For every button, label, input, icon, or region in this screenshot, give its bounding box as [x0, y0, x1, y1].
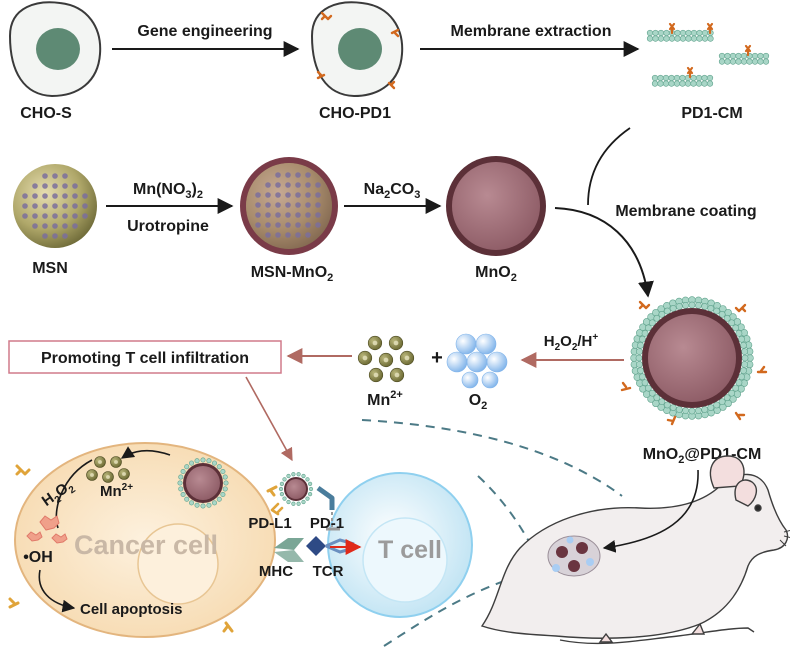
membrane-fragments	[646, 22, 770, 87]
membrane-extraction-label: Membrane extraction	[451, 23, 612, 40]
pd1-cm-connector	[587, 127, 631, 206]
mesopore-dots	[22, 173, 88, 239]
msn-mno2-particle	[240, 157, 338, 255]
plus-sign: +	[431, 347, 443, 369]
oxygen-bubble-cluster	[446, 333, 508, 389]
dashed-contour-line	[383, 565, 549, 647]
pd-1-receptor-icon	[316, 485, 335, 510]
msn-particle	[13, 164, 97, 248]
release-arrow	[120, 446, 171, 459]
o2-label: O2	[469, 392, 488, 412]
injection-arrow	[602, 469, 699, 553]
cho-s-label: CHO-S	[20, 105, 72, 122]
pd-l1-label: PD-L1	[248, 515, 291, 532]
cancer-cell-label: Cancer cell	[74, 530, 218, 560]
nucleus-icon	[137, 523, 219, 605]
apoptosis-arrow	[38, 569, 76, 613]
urotropine-label: Urotropine	[127, 218, 209, 235]
mhc-icon	[274, 550, 304, 562]
pd1-receptor-icon	[686, 66, 694, 79]
dashed-contour-line	[361, 419, 623, 497]
hydroxyl-label: •OH	[23, 549, 53, 566]
cho-pd1-cell	[310, 1, 404, 98]
mn-ion-cluster	[357, 335, 415, 383]
mn-ion-cluster	[86, 456, 130, 483]
pd1-receptor-icon	[316, 11, 400, 90]
mno2-label: MnO2	[475, 264, 517, 284]
blocking-nanoparticle	[278, 472, 314, 506]
pd1-receptor-icon	[706, 22, 714, 35]
mno2-pd1-cm-particle	[620, 294, 768, 426]
mn-nitrate-label: Mn(NO3)2	[133, 181, 203, 201]
tcr-antigen-icon	[306, 536, 326, 556]
pd-l1-receptor-icon	[270, 502, 284, 516]
nucleus-icon	[362, 517, 448, 603]
mn2-cell-label: Mn2+	[100, 482, 133, 500]
infiltration-pointer-arrow	[245, 376, 293, 462]
mhc-icon	[274, 538, 304, 550]
mno2-pd1-cm-label: MnO2@PD1-CM	[643, 446, 762, 466]
mouse-illustration	[480, 455, 790, 645]
mesopore-dots	[255, 172, 321, 238]
gene-engineering-label: Gene engineering	[137, 23, 272, 40]
membrane-coating-arrow	[554, 207, 654, 298]
cho-pd1-label: CHO-PD1	[319, 105, 391, 122]
pd-l1-receptor-icon	[8, 464, 278, 633]
msn-mno2-label: MSN-MnO2	[251, 264, 334, 284]
t-cell	[327, 472, 473, 618]
nucleus-icon	[338, 28, 382, 70]
cho-s-cell	[8, 1, 102, 98]
tumor-site	[547, 535, 601, 577]
h2o2-h-label: H2O2/H+	[544, 332, 599, 353]
mn2-label: Mn2+	[367, 389, 403, 409]
pd-1-label: PD-1	[310, 515, 344, 532]
pd1-cm-label: PD1-CM	[681, 105, 742, 122]
nucleus-icon	[36, 28, 80, 70]
t-cell-label: T cell	[378, 536, 442, 564]
mhc-label: MHC	[259, 563, 293, 580]
hydroxyl-radical-icon	[26, 515, 68, 544]
mno2-particle	[446, 156, 546, 256]
msn-label: MSN	[32, 260, 68, 277]
infiltration-box	[8, 340, 282, 374]
pd1-receptor-icon	[668, 22, 676, 35]
membrane-bead-shell	[630, 296, 754, 420]
apoptosis-label: Cell apoptosis	[80, 601, 183, 618]
na2co3-label: Na2CO3	[364, 181, 421, 201]
pd1-receptor-icon	[744, 44, 752, 57]
internalized-nanoparticle	[177, 457, 229, 509]
membrane-coating-label: Membrane coating	[615, 203, 756, 220]
pd1-receptor-icon	[620, 300, 768, 426]
tcr-label: TCR	[313, 563, 344, 580]
infiltration-label: Promoting T cell infiltration	[41, 350, 249, 367]
